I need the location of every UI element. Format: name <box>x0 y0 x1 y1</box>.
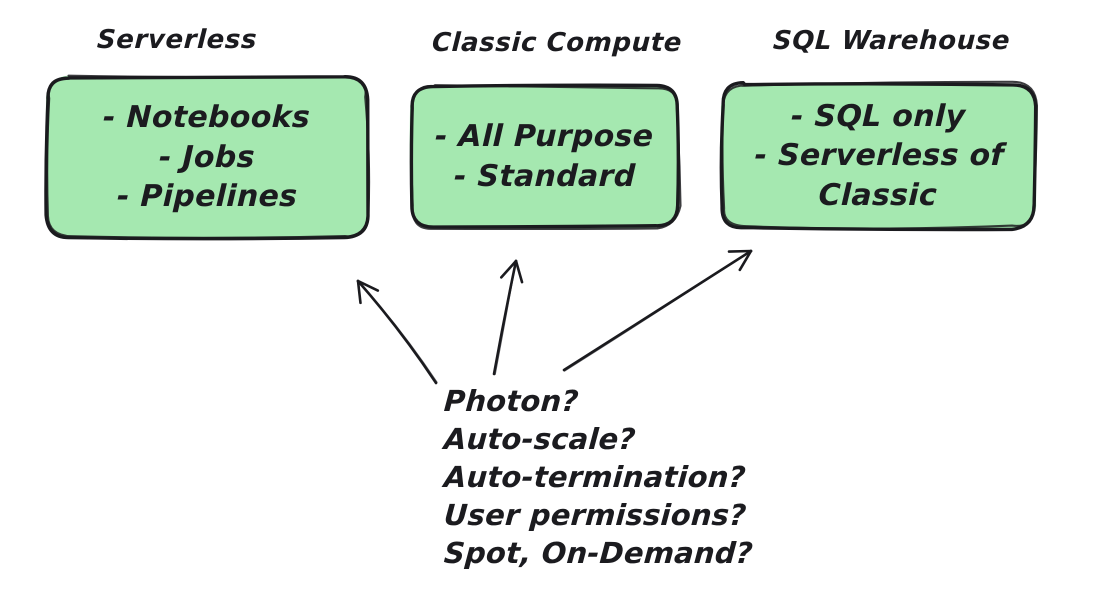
node-serverless-body: - Notebooks - Jobs - Pipelines <box>47 77 367 238</box>
node-classic-compute[interactable]: - All Purpose - Standard <box>409 83 682 231</box>
node-serverless-line-0: - Notebooks <box>102 100 312 136</box>
node-title-classic-compute: Classic Compute <box>431 28 683 58</box>
node-title-sql-warehouse: SQL Warehouse <box>772 26 1011 56</box>
arrow-to-sql-warehouse <box>562 249 753 372</box>
node-classic-compute-body: - All Purpose - Standard <box>411 86 678 227</box>
node-sql-warehouse-body: - SQL only - Serverless of Classic <box>722 84 1035 228</box>
arrow-to-classic-compute <box>492 259 524 376</box>
question-item-1: Auto-scale? <box>442 421 637 456</box>
node-serverless-line-2: - Pipelines <box>116 179 298 215</box>
node-serverless-line-1: - Jobs <box>158 139 256 175</box>
question-item-2: Auto-termination? <box>442 459 747 494</box>
question-list: Photon? Auto-scale? Auto-termination? Us… <box>442 383 755 573</box>
node-sql-warehouse-line-0: - SQL only <box>790 98 967 134</box>
question-item-0: Photon? <box>442 384 580 418</box>
node-classic-compute-line-1: - Standard <box>453 158 636 194</box>
question-item-3: User permissions? <box>442 497 748 532</box>
node-serverless[interactable]: - Notebooks - Jobs - Pipelines <box>44 74 371 241</box>
node-sql-warehouse-frame <box>719 80 1039 232</box>
node-classic-compute-frame <box>409 83 682 231</box>
node-classic-compute-line-0: - All Purpose <box>434 118 655 154</box>
question-item-4: Spot, On-Demand? <box>442 535 755 570</box>
arrow-to-serverless <box>356 279 438 385</box>
node-sql-warehouse[interactable]: - SQL only - Serverless of Classic <box>719 80 1039 232</box>
node-title-serverless: Serverless <box>96 25 258 55</box>
node-sql-warehouse-line-1: - Serverless of Classic <box>753 138 1005 213</box>
node-serverless-frame <box>44 74 371 241</box>
